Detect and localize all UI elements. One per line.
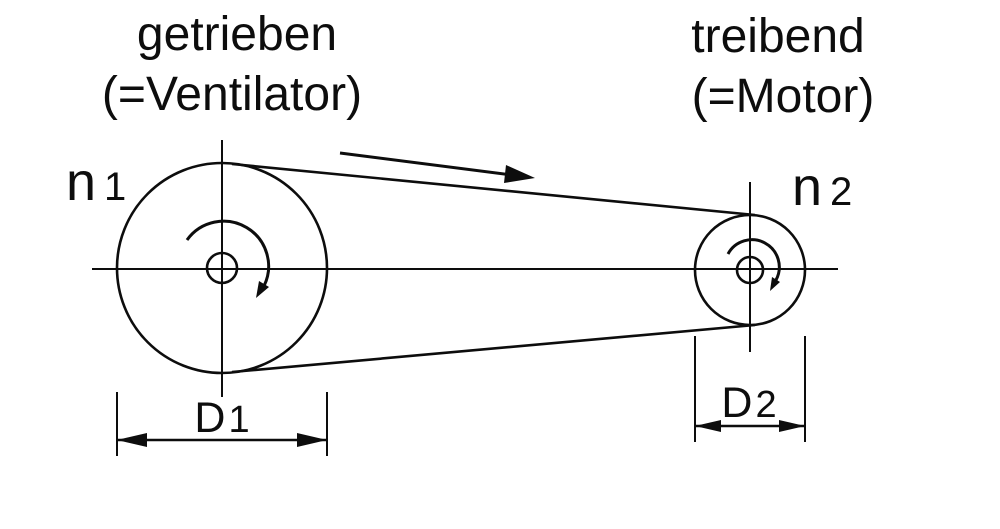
belt-bottom-line (231, 323, 756, 374)
d1-label: D1 (194, 394, 249, 442)
d2-symbol: D (721, 379, 752, 427)
d1-symbol: D (194, 394, 225, 442)
driving-speed-index: 2 (830, 170, 852, 214)
driving-caption-line2: (=Motor) (692, 70, 875, 123)
belt-direction-arrow-line (339, 151, 513, 177)
driven-speed-index: 1 (104, 165, 126, 209)
d2-arrowhead-right-icon (779, 420, 805, 432)
d1-arrowhead-left-icon (117, 433, 147, 447)
belt-top-line (231, 162, 756, 217)
diagram-arrowheads (117, 165, 805, 447)
driving-caption-line1: treibend (691, 10, 864, 63)
driven-rotation-arrowhead-icon (256, 281, 269, 298)
driving-rotation-arrowhead-icon (770, 277, 780, 291)
d2-arrowhead-left-icon (695, 420, 721, 432)
driven-speed-symbol: n (66, 152, 96, 212)
d1-index: 1 (228, 399, 249, 441)
driven-pulley-hub (205, 251, 239, 285)
belt-direction-arrowhead-icon (504, 165, 535, 183)
driven-pulley-circle (115, 161, 329, 375)
driving-speed-symbol: n (792, 157, 822, 217)
driven-caption-line1: getrieben (137, 8, 337, 61)
driving-rotation-arrow-arc (726, 238, 781, 281)
driven-rotation-arrow-arc (185, 219, 271, 287)
diagram-labels: getrieben (=Ventilator) treibend (=Motor… (66, 8, 874, 442)
d1-arrowhead-right-icon (297, 433, 327, 447)
driven-caption-line2: (=Ventilator) (102, 68, 362, 121)
driving-pulley-hub (735, 255, 765, 285)
d2-label: D2 (721, 379, 776, 427)
d2-index: 2 (755, 384, 776, 426)
diagram-linework (92, 140, 838, 456)
